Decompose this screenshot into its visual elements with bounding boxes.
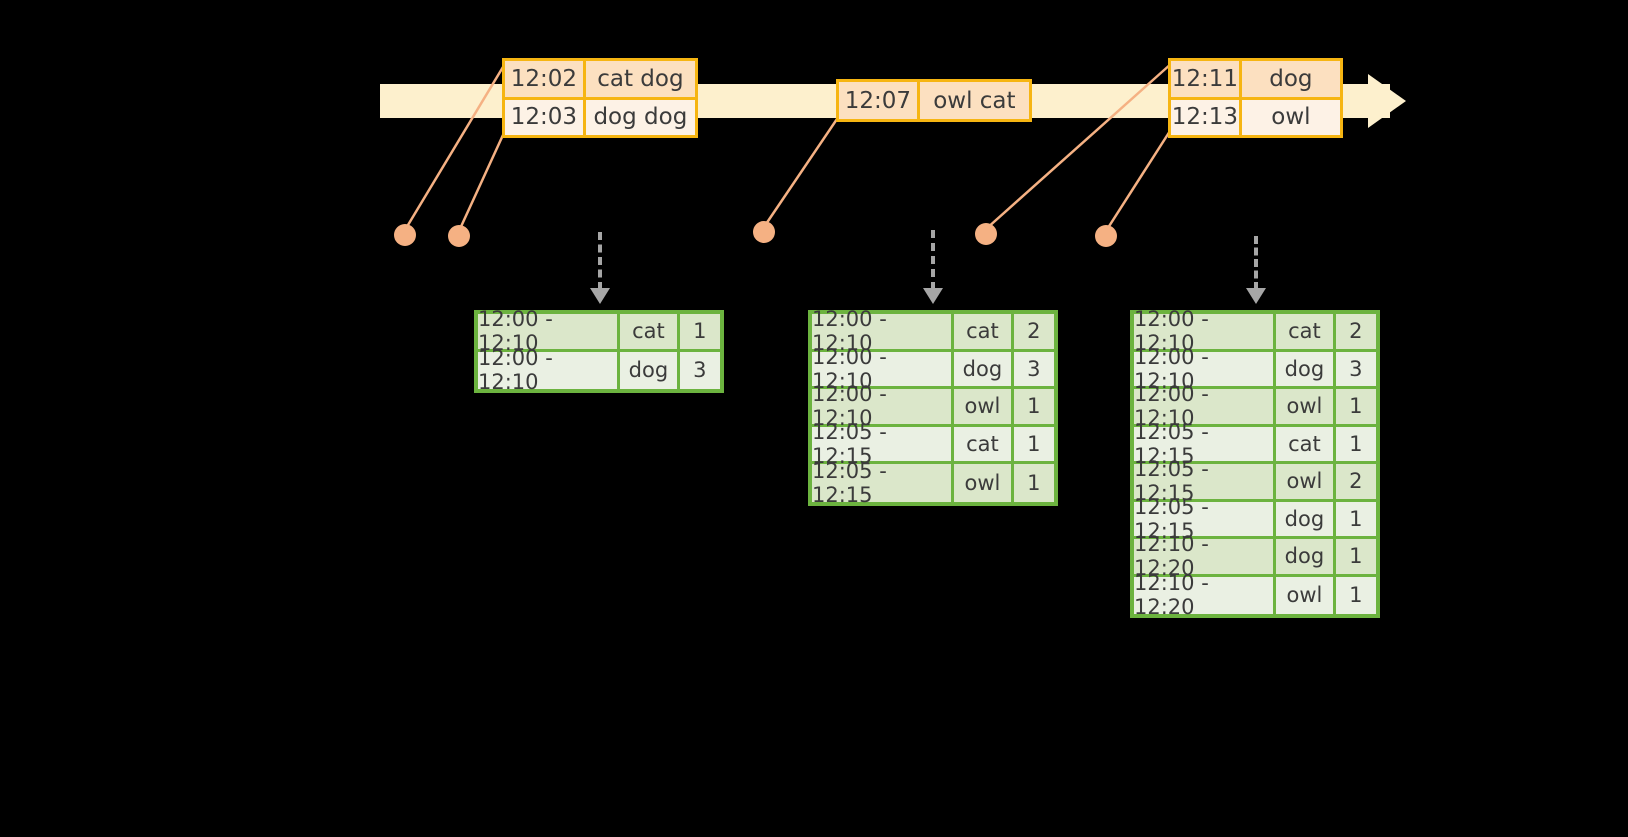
cell-window: 12:05 - 12:15	[1134, 420, 1277, 468]
cell-word: owl	[1276, 464, 1336, 502]
cell-window: 12:00 - 12:10	[1134, 307, 1277, 355]
cell-count: 1	[1013, 464, 1055, 502]
cell-window: 12:05 - 12:15	[1134, 457, 1277, 505]
cell-word: owl	[1276, 389, 1336, 427]
cell-count: 1	[1013, 426, 1055, 464]
cell-word: owl	[954, 464, 1014, 502]
cell-window: 12:05 - 12:15	[812, 420, 955, 468]
connector-dot-4	[1095, 225, 1117, 247]
connector-line-4	[1104, 130, 1172, 232]
event-time: 12:13	[1171, 99, 1242, 135]
connector-dot-1	[448, 225, 470, 247]
cell-word: cat	[1276, 426, 1336, 464]
cell-count: 2	[1013, 314, 1055, 352]
connector-dot-2	[753, 221, 775, 243]
cell-count: 1	[1013, 389, 1055, 427]
cell-window: 12:00 - 12:10	[478, 307, 621, 355]
cell-word: cat	[954, 426, 1014, 464]
event-text: dog dog	[585, 99, 695, 135]
arrow-head	[923, 288, 943, 304]
cell-count: 2	[1335, 464, 1377, 502]
cell-word: dog	[954, 351, 1014, 389]
cell-window: 12:00 - 12:10	[478, 346, 621, 394]
arrow-head	[1246, 288, 1266, 304]
cell-count: 1	[1335, 426, 1377, 464]
arrow-shaft	[931, 230, 935, 290]
cell-word: cat	[620, 314, 680, 352]
event-time: 12:02	[505, 61, 586, 97]
arrow-shaft	[1254, 236, 1258, 290]
event-text: cat dog	[585, 61, 695, 97]
cell-count: 1	[679, 314, 721, 352]
event-time: 12:03	[505, 99, 586, 135]
cell-count: 1	[1335, 576, 1377, 614]
cell-word: dog	[1276, 351, 1336, 389]
cell-window: 12:10 - 12:20	[1134, 532, 1277, 580]
cell-window: 12:05 - 12:15	[812, 459, 955, 507]
cell-window: 12:00 - 12:10	[812, 307, 955, 355]
connector-dot-0	[394, 224, 416, 246]
cell-count: 3	[1013, 351, 1055, 389]
arrow-head	[590, 288, 610, 304]
cell-count: 1	[1335, 389, 1377, 427]
arrow-shaft	[598, 232, 602, 290]
timeline-arrowhead-icon	[1368, 74, 1406, 128]
cell-word: cat	[1276, 314, 1336, 352]
cell-window: 12:00 - 12:10	[812, 382, 955, 430]
cell-window: 12:05 - 12:15	[1134, 495, 1277, 543]
event-text: owl cat	[919, 82, 1029, 119]
cell-word: owl	[954, 389, 1014, 427]
event-text: dog	[1241, 61, 1340, 97]
cell-window: 12:00 - 12:10	[1134, 345, 1277, 393]
connector-dot-3	[975, 223, 997, 245]
event-time: 12:11	[1171, 61, 1242, 97]
cell-count: 3	[679, 351, 721, 389]
cell-count: 2	[1335, 314, 1377, 352]
cell-count: 1	[1335, 539, 1377, 577]
cell-word: cat	[954, 314, 1014, 352]
cell-word: owl	[1276, 576, 1336, 614]
cell-word: dog	[1276, 501, 1336, 539]
cell-window: 12:00 - 12:10	[812, 345, 955, 393]
cell-word: dog	[1276, 539, 1336, 577]
cell-window: 12:10 - 12:20	[1134, 571, 1277, 619]
cell-word: dog	[620, 351, 680, 389]
cell-count: 3	[1335, 351, 1377, 389]
connector-line-2	[762, 118, 839, 228]
cell-count: 1	[1335, 501, 1377, 539]
cell-window: 12:00 - 12:10	[1134, 382, 1277, 430]
event-text: owl	[1241, 99, 1340, 135]
connector-line-1	[457, 134, 505, 232]
event-time: 12:07	[839, 82, 920, 119]
